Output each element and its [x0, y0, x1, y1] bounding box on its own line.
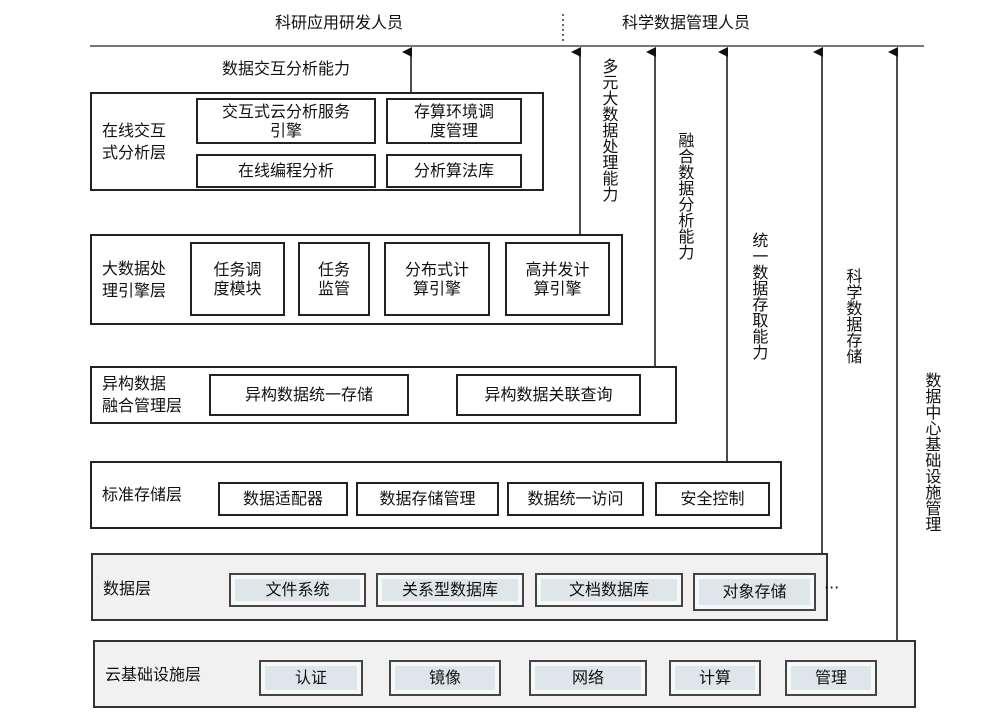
bigdata-item-distributed-engine: 分布式计算引擎 — [384, 242, 490, 316]
layer-standard-storage: 标准存储层 数据适配器 数据存储管理 数据统一访问 安全控制 — [90, 461, 782, 529]
capability-multi-bigdata: 多元大数据处理能力 — [599, 58, 619, 202]
capability-datacenter-infra: 数据中心基础设施管理 — [922, 372, 942, 532]
bigdata-item-concurrent-engine: 高并发计算引擎 — [505, 242, 610, 316]
layer-bigdata-label: 大数据处 理引擎层 — [102, 259, 167, 300]
capability-scientific-storage: 科学数据存储 — [843, 268, 863, 364]
data-more-ellipsis: ··· — [824, 578, 840, 597]
hetero-item-unified-storage: 异构数据统一存储 — [209, 374, 409, 416]
data-item-document-db: 文档数据库 — [535, 573, 683, 607]
layer-data-label: 数据层 — [103, 579, 152, 598]
online-item-cloud-engine: 交互式云分析服务引擎 — [196, 98, 376, 144]
online-item-programming: 在线编程分析 — [196, 154, 376, 188]
storage-item-adapter: 数据适配器 — [218, 482, 348, 516]
data-item-file-system: 文件系统 — [229, 573, 366, 607]
capability-fusion-analysis: 融合数据分析能力 — [675, 132, 695, 260]
cloud-item-network: 网络 — [529, 660, 647, 696]
cloud-item-auth: 认证 — [259, 660, 363, 696]
layer-storage-label: 标准存储层 — [102, 485, 183, 504]
layer-data: 数据层 文件系统 关系型数据库 文档数据库 对象存储 ··· — [91, 553, 839, 621]
data-item-relational-db: 关系型数据库 — [376, 573, 524, 607]
storage-item-management: 数据存储管理 — [356, 482, 499, 516]
layer-hetero-fusion: 异构数据 融合管理层 异构数据统一存储 异构数据关联查询 — [90, 366, 677, 424]
layer-hetero-label: 异构数据 融合管理层 — [102, 374, 183, 415]
data-item-object-storage: 对象存储 — [693, 573, 816, 611]
storage-item-security: 安全控制 — [655, 482, 770, 516]
cloud-item-management: 管理 — [785, 660, 877, 696]
layer-cloud-label: 云基础设施层 — [105, 665, 202, 684]
capability-interactive-analysis: 数据交互分析能力 — [222, 59, 351, 78]
hetero-item-correlation-query: 异构数据关联查询 — [456, 374, 641, 416]
capability-unified-access: 统一数据存取能力 — [749, 232, 769, 360]
layer-cloud-infra: 云基础设施层 认证 镜像 网络 计算 管理 — [93, 640, 916, 708]
online-item-env-scheduling: 存算环境调度管理 — [386, 98, 522, 144]
role-research-developers: 科研应用研发人员 — [275, 13, 404, 32]
layer-online-interactive: 在线交互 式分析层 交互式云分析服务引擎 存算环境调度管理 在线编程分析 分析算… — [90, 92, 544, 191]
bigdata-item-task-monitor: 任务监管 — [298, 242, 370, 316]
online-item-algorithm-lib: 分析算法库 — [386, 154, 522, 188]
bigdata-item-task-scheduling: 任务调度模块 — [190, 242, 285, 316]
storage-item-unified-access: 数据统一访问 — [507, 482, 644, 516]
cloud-item-compute: 计算 — [669, 660, 761, 696]
layer-bigdata-engine: 大数据处 理引擎层 任务调度模块 任务监管 分布式计算引擎 高并发计算引擎 — [90, 234, 623, 325]
layer-online-label: 在线交互 式分析层 — [102, 121, 167, 162]
role-data-managers: 科学数据管理人员 — [622, 13, 751, 32]
cloud-item-image: 镜像 — [389, 660, 501, 696]
